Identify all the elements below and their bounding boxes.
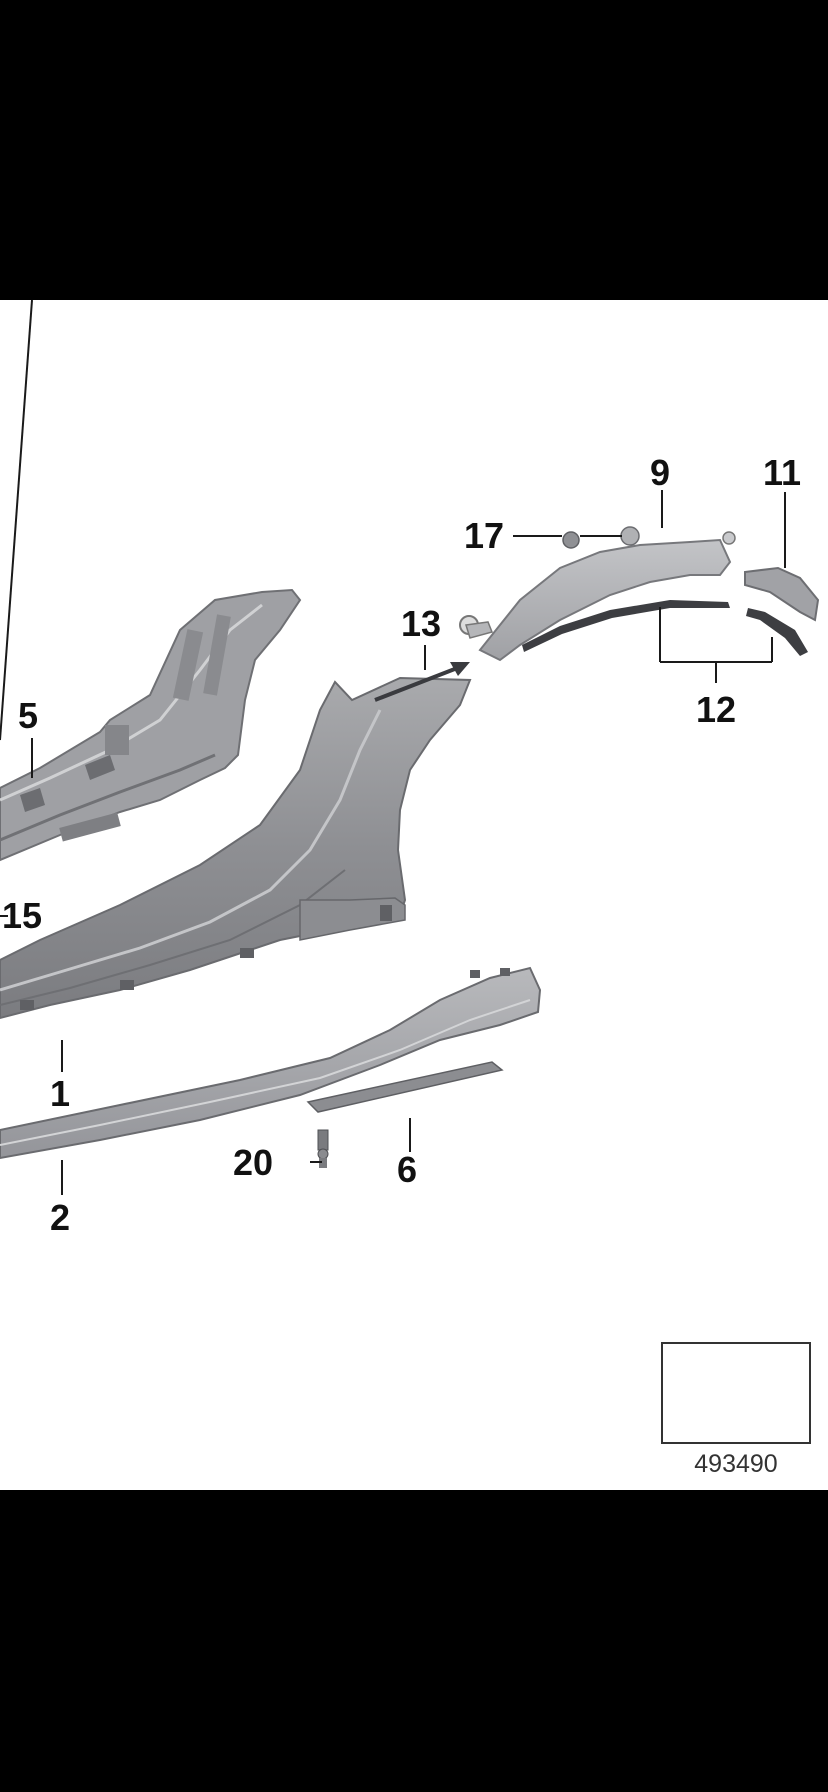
callout-17: 17 [464,515,505,556]
callout-9: 9 [650,452,671,493]
callout-5: 5 [18,695,39,736]
part-1-side-sill [0,676,472,1020]
part-2-lower-trim [0,966,542,1160]
callout-20: 20 [233,1142,274,1183]
part-9-wheel-arch-trim [459,531,736,662]
part-17-nuts [562,526,640,549]
part-5-bracket [0,588,302,862]
leader-lines [0,300,786,1195]
callout-15: 15 [2,895,43,936]
callout-6: 6 [397,1149,418,1190]
callout-12: 12 [696,689,737,730]
part-11-end-piece [744,566,820,622]
part-12-seal-strips [522,600,808,656]
reference-number: 493490 [694,1450,778,1478]
part-6-strip [306,1061,504,1113]
parts-illustration [0,300,820,1424]
callout-1: 1 [50,1073,71,1114]
callout-11: 11 [763,452,802,493]
letterbox-top [0,0,828,300]
reference-icon-box [661,1342,811,1444]
part-13-arrow [374,662,470,702]
part-20-clip [317,1129,329,1168]
letterbox-bottom [0,1490,828,1792]
parts-diagram: 5 15 1 2 20 6 13 17 9 11 12 493490 [0,300,828,1490]
callout-2: 2 [50,1197,71,1238]
callout-13: 13 [401,603,442,644]
